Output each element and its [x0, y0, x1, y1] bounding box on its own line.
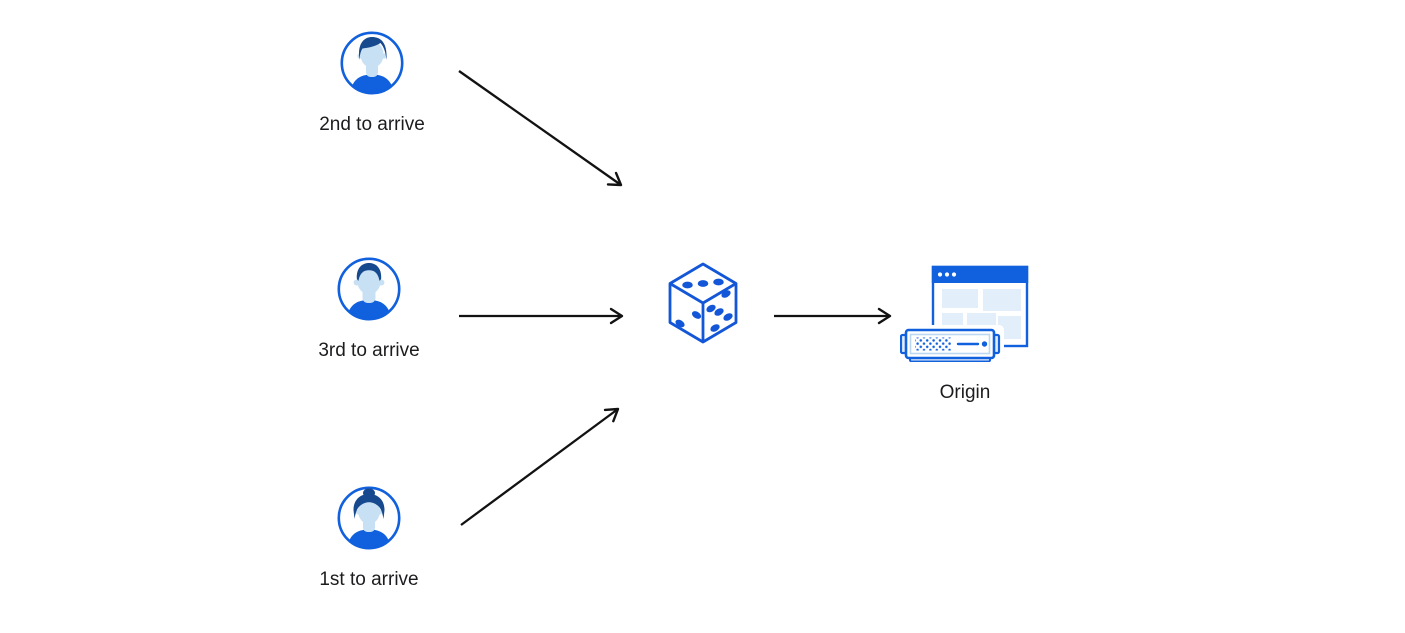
- node-random-picker: [667, 261, 739, 349]
- node-visitor-first: 1st to arrive: [294, 485, 444, 591]
- user-avatar-male-short-hair-icon: [336, 256, 402, 322]
- arrow-second-to-dice: [458, 70, 623, 187]
- arrow-first-to-dice: [460, 407, 620, 526]
- server-icon: [898, 325, 1004, 365]
- browser-and-server-icon: [898, 262, 1030, 365]
- user-avatar-female-bun-icon: [336, 485, 402, 551]
- user-avatar-male-swept-hair-icon: [339, 30, 405, 96]
- node-label-origin: Origin: [939, 382, 991, 403]
- node-label-visitor-first: 1st to arrive: [319, 569, 419, 590]
- node-label-visitor-second: 2nd to arrive: [319, 114, 425, 135]
- node-visitor-second: 2nd to arrive: [297, 30, 447, 136]
- node-origin: Origin: [890, 262, 1040, 404]
- dice-icon: [667, 261, 739, 349]
- node-label-visitor-third: 3rd to arrive: [318, 340, 420, 361]
- node-visitor-third: 3rd to arrive: [294, 256, 444, 362]
